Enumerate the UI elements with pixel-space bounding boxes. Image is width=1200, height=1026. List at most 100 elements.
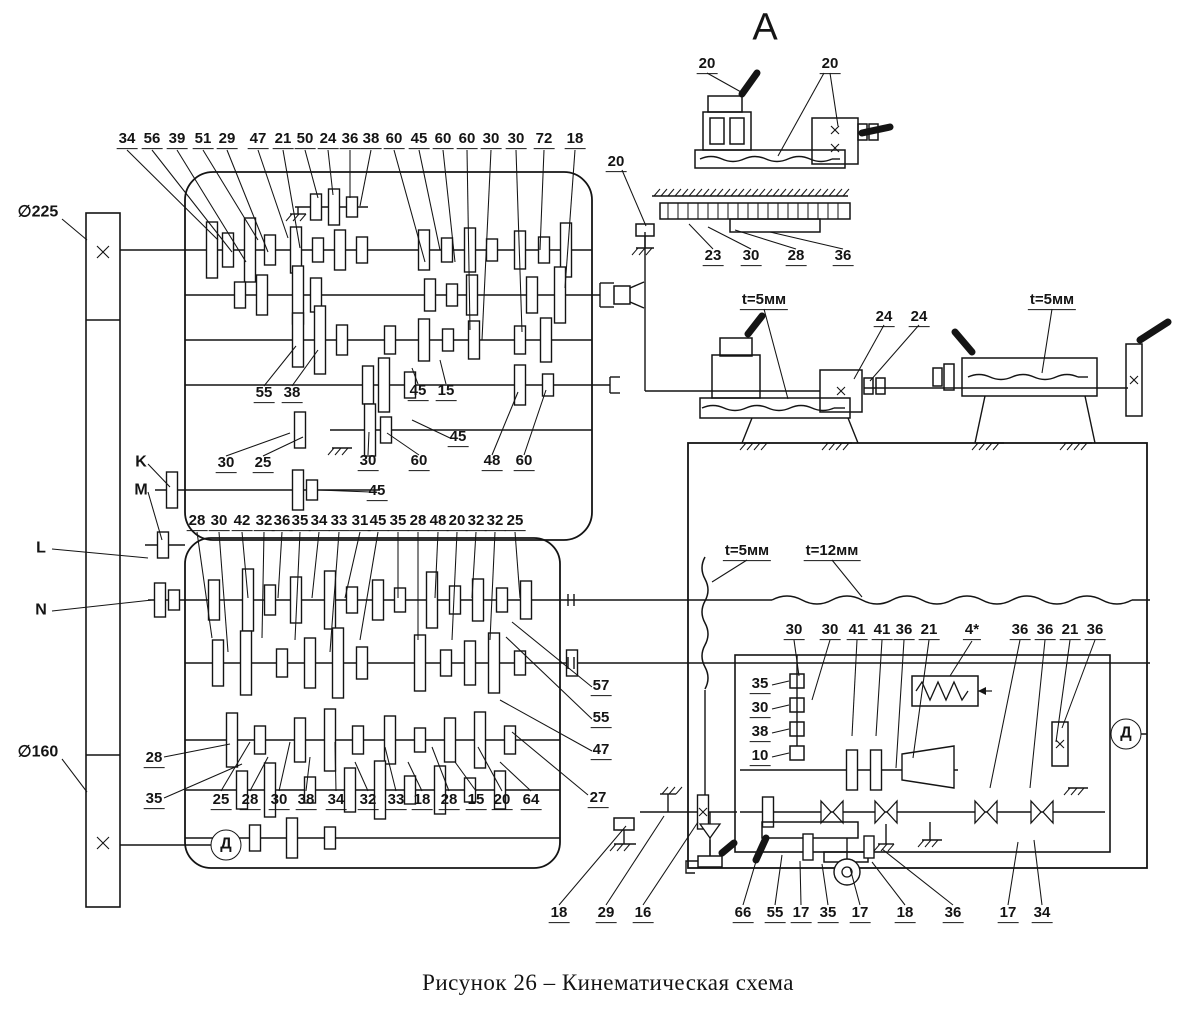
ref-label: 47 [590, 741, 612, 760]
ref-label: 30 [215, 454, 237, 473]
ref-label: 17 [790, 904, 812, 923]
ref-label: 20 [491, 791, 513, 810]
ref-label: 38 [749, 723, 771, 742]
ref-label: 30 [357, 452, 379, 471]
ref-label: 45 [408, 130, 430, 149]
ref-label: 60 [456, 130, 478, 149]
ref-label: N [35, 601, 47, 619]
ref-label: 42 [231, 512, 253, 531]
ref-label: 23 [702, 247, 724, 266]
ref-label: 20 [696, 55, 718, 74]
ref-label: M [134, 481, 148, 499]
ref-label: ∅225 [17, 203, 59, 221]
ref-label: 35 [387, 512, 409, 531]
ref-label: K [135, 453, 147, 471]
ref-label: 47 [247, 130, 269, 149]
ref-label: 16 [632, 904, 654, 923]
ref-label: 31 [349, 512, 371, 531]
ref-label: 30 [819, 621, 841, 640]
ref-label: 45 [366, 482, 388, 501]
ref-label: 21 [918, 621, 940, 640]
ref-label: Д [210, 829, 242, 861]
ref-label: 34 [325, 791, 347, 810]
ref-label: 32 [357, 791, 379, 810]
ref-label: 18 [894, 904, 916, 923]
ref-label: 20 [446, 512, 468, 531]
ref-label: 48 [427, 512, 449, 531]
ref-label: 10 [749, 747, 771, 766]
ref-label: 30 [749, 699, 771, 718]
ref-label: 72 [533, 130, 555, 149]
ref-label: 18 [564, 130, 586, 149]
ref-label: 33 [385, 791, 407, 810]
ref-label: 41 [846, 621, 868, 640]
ref-label: 27 [587, 789, 609, 808]
ref-label: 36 [271, 512, 293, 531]
ref-label: t=5мм [739, 291, 789, 310]
ref-label: ∅160 [17, 743, 59, 761]
ref-label: 36 [339, 130, 361, 149]
ref-label: 29 [595, 904, 617, 923]
ref-label: 55 [764, 904, 786, 923]
ref-label: 18 [411, 791, 433, 810]
ref-label: 21 [1059, 621, 1081, 640]
ref-label: 30 [268, 791, 290, 810]
ref-label: 30 [505, 130, 527, 149]
ref-label: 56 [141, 130, 163, 149]
ref-label: 38 [295, 791, 317, 810]
ref-label: 28 [438, 791, 460, 810]
ref-label: 28 [407, 512, 429, 531]
ref-label: 60 [408, 452, 430, 471]
ref-label: 18 [548, 904, 570, 923]
ref-label: 20 [819, 55, 841, 74]
ref-label: 38 [281, 384, 303, 403]
ref-label: 36 [832, 247, 854, 266]
ref-label: 32 [484, 512, 506, 531]
figure-caption: Рисунок 26 – Кинематическая схема [422, 970, 794, 995]
ref-label: 51 [192, 130, 214, 149]
ref-label: 29 [216, 130, 238, 149]
ref-label: 15 [435, 382, 457, 401]
ref-label: 55 [590, 709, 612, 728]
ref-label: 28 [186, 512, 208, 531]
ref-label: 60 [383, 130, 405, 149]
ref-label: 36 [1084, 621, 1106, 640]
ref-label: 39 [166, 130, 188, 149]
ref-label: 17 [849, 904, 871, 923]
ref-label: 25 [210, 791, 232, 810]
ref-label: 21 [272, 130, 294, 149]
ref-label: 28 [239, 791, 261, 810]
ref-label: 35 [143, 790, 165, 809]
ref-label: 38 [360, 130, 382, 149]
ref-label: t=12мм [803, 542, 861, 561]
ref-label: 30 [208, 512, 230, 531]
ref-label: 28 [143, 749, 165, 768]
ref-label: 24 [317, 130, 339, 149]
ref-label: 36 [1034, 621, 1056, 640]
ref-label: 4* [962, 621, 982, 640]
ref-label: 36 [1009, 621, 1031, 640]
ref-label: 30 [740, 247, 762, 266]
ref-label: 30 [480, 130, 502, 149]
ref-label: 36 [893, 621, 915, 640]
ref-label: 41 [871, 621, 893, 640]
ref-label: 35 [289, 512, 311, 531]
ref-label: 35 [749, 675, 771, 694]
ref-label: 64 [520, 791, 542, 810]
ref-label: 25 [252, 454, 274, 473]
ref-label: 36 [942, 904, 964, 923]
ref-label: 45 [447, 428, 469, 447]
ref-label: 55 [253, 384, 275, 403]
ref-label: 28 [785, 247, 807, 266]
ref-label: t=5мм [722, 542, 772, 561]
ref-label: 34 [1031, 904, 1053, 923]
ref-label: 20 [605, 153, 627, 172]
ref-label: 33 [328, 512, 350, 531]
ref-label: t=5мм [1027, 291, 1077, 310]
ref-label: 60 [513, 452, 535, 471]
view-a-label: А [752, 6, 778, 49]
ref-label: 24 [908, 308, 930, 327]
